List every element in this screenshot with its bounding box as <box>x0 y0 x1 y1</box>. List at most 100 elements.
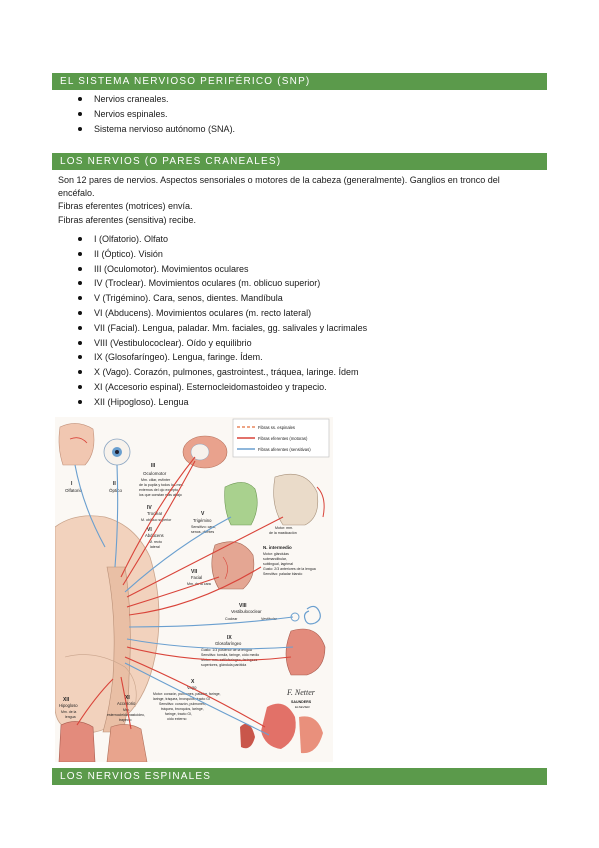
label-IX-desc: Sensitivo: tonsila, faringe, oído medio <box>201 653 259 657</box>
intro-paragraph: Son 12 pares de nervios. Aspectos sensor… <box>58 174 538 200</box>
label-III-desc: externos del ojo excepto <box>139 488 178 492</box>
nerve-pathways <box>74 456 294 736</box>
label-IX-desc: Gusto: 1/3 posterior de la lengua <box>201 648 252 652</box>
label-IV: IV <box>147 505 152 511</box>
label-IX-name: Glosofaríngeo <box>215 641 242 646</box>
label-V-desc: Sensitivo: cara, <box>191 525 216 529</box>
signature: F. Netter <box>286 688 316 697</box>
label-XI-desc: trapecio <box>119 718 132 722</box>
label-X-desc: oído externo <box>167 717 187 721</box>
list-item: VII (Facial). Lengua, paladar. Mm. facia… <box>78 321 367 336</box>
section-header-snp: EL SISTEMA NERVIOSO PERIFÉRICO (SNP) <box>52 73 547 90</box>
neck-illustration <box>106 724 148 762</box>
throat-illustration <box>285 628 326 676</box>
label-II: II <box>113 481 116 487</box>
label-VII: VII <box>191 569 198 575</box>
label-V-motor: Motor: mm. <box>275 526 293 530</box>
label-I-name: Olfatorio <box>65 488 83 493</box>
eye-illustration <box>103 438 131 466</box>
skull-illustration <box>273 473 325 526</box>
label-XI: XI <box>125 695 130 701</box>
viscera-illustration <box>240 703 323 754</box>
label-VII-name: Facial <box>191 575 202 580</box>
list-item: XII (Hipogloso). Lengua <box>78 395 367 410</box>
list-item: II (Óptico). Visión <box>78 247 367 262</box>
aferentes-text: Fibras aferentes (sensitiva) recibe. <box>58 215 197 225</box>
tongue-illustration <box>58 721 96 762</box>
label-XI-desc: Mm. <box>123 708 130 712</box>
label-IV-name: Troclear <box>147 511 163 516</box>
label-XII: XII <box>63 697 70 703</box>
label-XII-desc: Mm. de la <box>61 710 76 714</box>
label-XI-desc: esternocleidomastoideo, <box>107 713 145 717</box>
publisher-sub: ELSEVIER <box>295 705 311 709</box>
list-item: Nervios espinales. <box>78 107 235 122</box>
publisher: SAUNDERS <box>291 700 312 704</box>
label-I: I <box>71 481 73 487</box>
label-VIII-name: Vestibulococlear <box>231 609 262 614</box>
list-item: III (Oculomotor). Movimientos oculares <box>78 262 367 277</box>
inner-ear <box>290 605 321 625</box>
list-item: IX (Glosofaríngeo). Lengua, faringe. Íde… <box>78 350 367 365</box>
orbit-illustration <box>182 435 228 469</box>
list-item: Sistema nervioso autónomo (SNA). <box>78 122 235 137</box>
section-title-espinales: LOS NERVIOS ESPINALES <box>60 771 212 782</box>
cranial-nerves-figure: Fibras ss. espinales Fibras eferentes (m… <box>55 417 333 762</box>
section-header-espinales: LOS NERVIOS ESPINALES <box>52 768 547 785</box>
label-NI-desc: Sensitivo: paladar blando <box>263 572 302 576</box>
label-IX-desc: superiores, glándula parótida <box>201 663 246 667</box>
label-NI-desc: Motor: glándulas <box>263 552 289 556</box>
figure-legend: Fibras ss. espinales Fibras eferentes (m… <box>232 418 330 458</box>
label-XII-desc: lengua <box>65 715 76 719</box>
list-item: XI (Accesorio espinal). Esternocleidomas… <box>78 380 367 395</box>
label-NI-desc: submandibular, <box>263 557 287 561</box>
list-item: V (Trigémino). Cara, senos, dientes. Man… <box>78 291 367 306</box>
list-item: X (Vago). Corazón, pulmones, gastrointes… <box>78 365 367 380</box>
label-III-desc: de la pupila y todos los mm. <box>139 483 184 487</box>
list-item: VI (Abducens). Movimientos oculares (m. … <box>78 306 367 321</box>
label-VI-desc: lateral <box>150 545 160 549</box>
label-III: III <box>151 463 156 469</box>
olfactory-area <box>58 423 95 466</box>
list-item: Nervios craneales. <box>78 92 235 107</box>
label-VIII-coclear: Coclear <box>225 617 238 621</box>
label-II-name: Óptico <box>109 487 123 493</box>
label-III-desc: los que constan más abajo <box>139 493 182 497</box>
list-item: VIII (Vestibulococlear). Oído y equilibr… <box>78 336 367 351</box>
snp-list: Nervios craneales. Nervios espinales. Si… <box>78 92 235 136</box>
section-header-craneales: LOS NERVIOS (O PARES CRANEALES) <box>52 153 547 170</box>
legend-efferent: Fibras eferentes (motoras) <box>258 436 308 441</box>
label-VI: VI <box>147 527 152 533</box>
label-X-desc: tráquea, bronquios, laringe, <box>161 707 204 711</box>
label-X-desc: laringe, tráquea, bronquios, tracto GI <box>153 697 210 701</box>
label-V: V <box>201 511 205 517</box>
label-VI-desc: M. recto <box>149 540 162 544</box>
intro-line-1: Son 12 pares de nervios. Aspectos sensor… <box>58 175 500 185</box>
label-V-motor: de la masticación <box>269 531 297 535</box>
label-III-desc: Mm. ciliar, esfínter <box>141 478 171 482</box>
brain-base <box>55 515 160 734</box>
list-item: I (Olfatorio). Olfato <box>78 232 367 247</box>
label-NI-desc: sublingual, lagrimal <box>263 562 293 566</box>
intro-line-2: encéfalo. <box>58 188 95 198</box>
label-VI-name: Abducens <box>145 533 164 538</box>
trigeminal-face <box>224 482 258 526</box>
label-NI-desc: Gusto: 2/3 anteriores de la lengua <box>263 567 316 571</box>
legend-spinal: Fibras ss. espinales <box>258 425 295 430</box>
label-X-desc: Sensitivo: corazón, pulmones, <box>159 702 206 706</box>
label-IV-desc: M. oblicuo superior <box>141 518 172 522</box>
section-title-craneales: LOS NERVIOS (O PARES CRANEALES) <box>60 156 282 167</box>
list-item: IV (Troclear). Movimientos oculares (m. … <box>78 276 367 291</box>
label-VIII: VIII <box>239 603 247 609</box>
label-XII-name: Hipogloso <box>59 703 78 708</box>
label-X-desc: faringe, tracto GI, <box>165 712 192 716</box>
label-V-desc: senos, dientes <box>191 530 214 534</box>
label-IX: IX <box>227 635 232 641</box>
cranial-nerves-list: I (Olfatorio). Olfato II (Óptico). Visió… <box>78 232 367 410</box>
label-X: X <box>191 679 195 685</box>
label-VIII-vestibular: Vestibular <box>261 617 278 621</box>
facial-head <box>211 541 255 590</box>
label-V-name: Trigémino <box>193 518 212 523</box>
eferentes-text: Fibras eferentes (motrices) envía. <box>58 201 193 211</box>
section-title-snp: EL SISTEMA NERVIOSO PERIFÉRICO (SNP) <box>60 76 311 87</box>
